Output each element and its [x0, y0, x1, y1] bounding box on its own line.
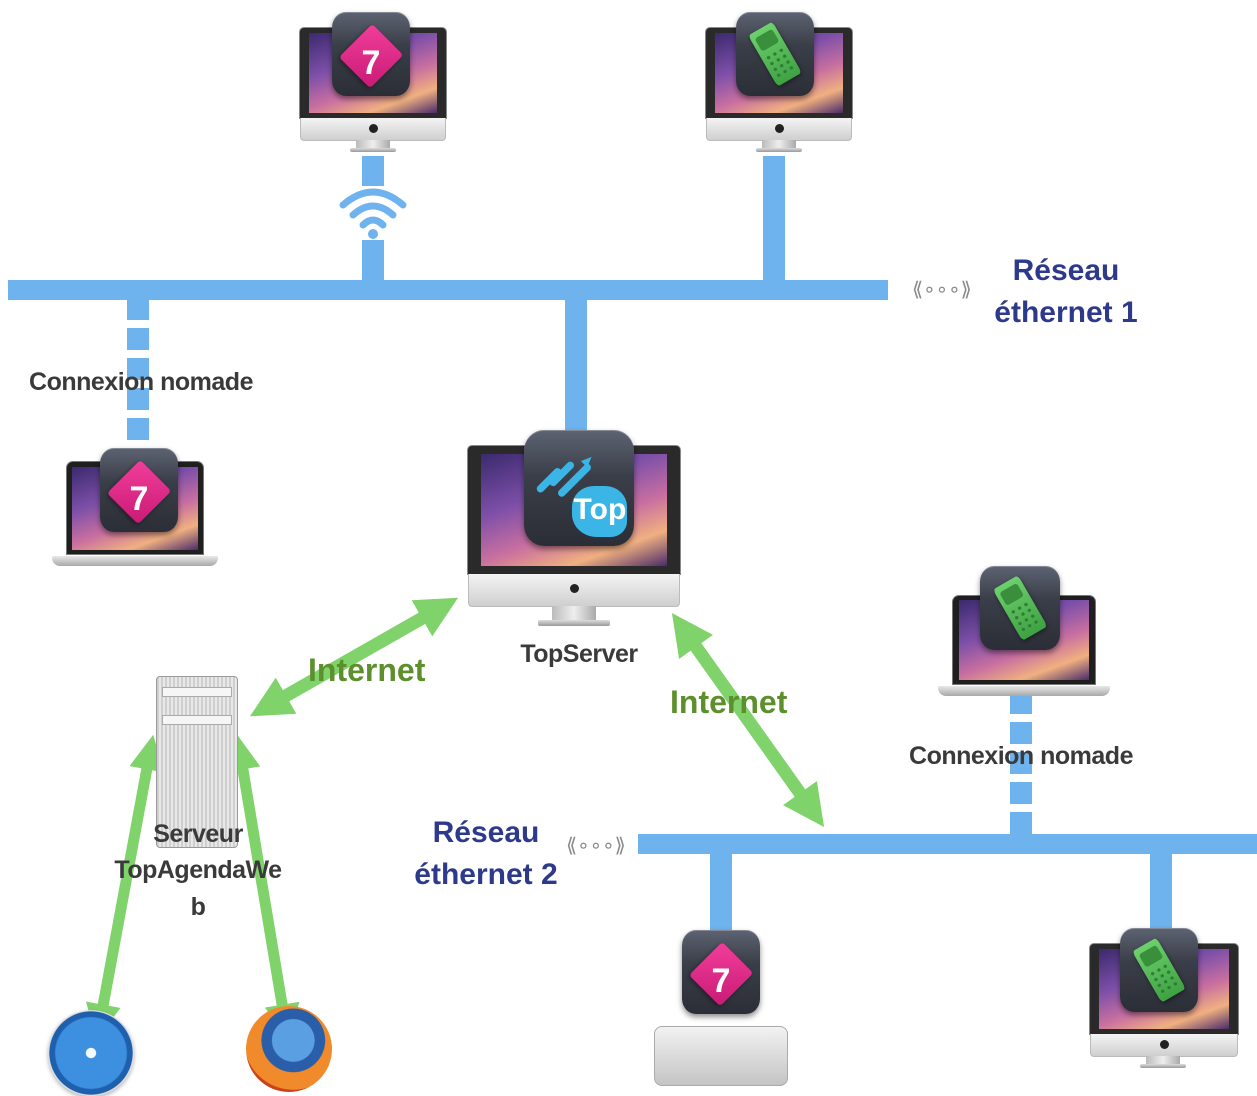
mac-pro-server: [156, 676, 238, 848]
imac-2-connector: [763, 156, 785, 282]
web-server-line1: Serveur: [153, 820, 243, 848]
nomad-link-bottom: [1010, 692, 1032, 836]
firefox-icon: [246, 1006, 332, 1092]
imac-1-connector: [362, 156, 384, 186]
wifi-icon: [339, 188, 407, 239]
network-bus-1: [8, 280, 888, 300]
nomad-label-top: Connexion nomade: [29, 368, 253, 396]
mobile-app-icon: [736, 12, 814, 96]
internet-label-left: Internet: [308, 652, 426, 688]
firefox-arrow: [225, 734, 300, 1040]
safari-icon: [48, 1010, 134, 1096]
web-server-line3: b: [190, 892, 206, 921]
topagenda-app-icon-laptop: 7: [100, 448, 178, 532]
topserver-label: TopServer: [520, 640, 638, 668]
imac-4-connector: [1150, 852, 1172, 942]
mobile-app-icon-imac-2: [1120, 928, 1198, 1012]
safari-arrow: [85, 734, 165, 1040]
topserver-app-icon: Top: [524, 430, 634, 546]
internet-arrow-right: [671, 613, 825, 827]
mac-mini: [654, 1026, 788, 1086]
network-label-2: Réseau éthernet 2: [388, 812, 584, 896]
mobile-app-icon-laptop: [980, 566, 1060, 650]
internet-arrow-left: [249, 597, 459, 717]
nomad-label-bottom: Connexion nomade: [909, 742, 1133, 770]
internet-label-right: Internet: [670, 684, 788, 720]
topagenda-app-icon: 7: [332, 12, 410, 96]
network-label-1: Réseau éthernet 1: [966, 250, 1166, 334]
topserver-connector: [565, 298, 587, 434]
network-2-line2: éthernet 2: [414, 858, 558, 891]
network-1-line1: Réseau: [1012, 254, 1120, 287]
network-bus-2: [638, 834, 1257, 854]
nomad-link-top: [127, 298, 149, 458]
network-icon: ⟪∘∘∘⟫: [912, 277, 972, 301]
web-server-line2: TopAgendaWe: [114, 856, 282, 885]
mac-mini-connector: [710, 852, 732, 942]
network-1-line2: éthernet 1: [994, 296, 1138, 329]
network-icon-2: ⟪∘∘∘⟫: [566, 833, 626, 857]
topagenda-app-icon-mini: 7: [682, 930, 760, 1014]
imac-1-connector-lower: [362, 240, 384, 282]
web-server-label: Serveur TopAgendaWe b: [90, 816, 306, 925]
network-2-line1: Réseau: [432, 816, 540, 849]
